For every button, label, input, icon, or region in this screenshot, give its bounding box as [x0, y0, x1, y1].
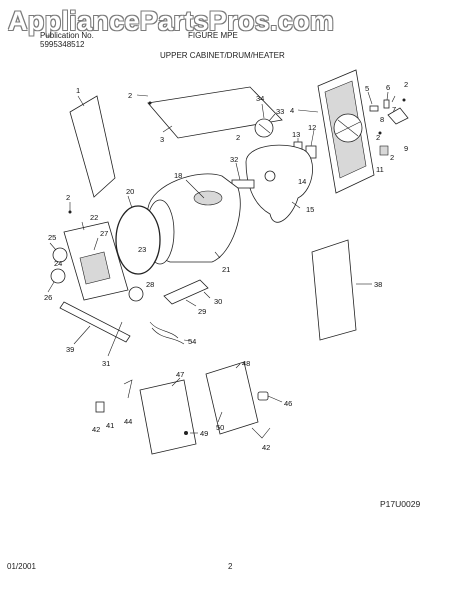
callout-label: 46 [284, 399, 292, 408]
callout-label: 44 [124, 417, 132, 426]
callout-label: 2 [66, 193, 70, 202]
callout-label: 2 [390, 153, 394, 162]
callout-label: 48 [242, 359, 250, 368]
callout-label: 14 [298, 177, 306, 186]
callout-label: 22 [90, 213, 98, 222]
callout-label: 2 [376, 133, 380, 142]
callout-label: 27 [100, 229, 108, 238]
callout-label: 2 [236, 133, 240, 142]
callout-label: 54 [188, 337, 196, 346]
part-access-panel [205, 361, 259, 435]
callout-label: 34 [256, 94, 264, 103]
callout-label: 2 [128, 91, 132, 100]
callout-label: 42 [262, 443, 270, 452]
callout-label: 18 [174, 171, 182, 180]
publication-number: 5995348512 [40, 40, 85, 49]
part-lint-screen [163, 279, 211, 307]
part-drum-rear-head [245, 144, 313, 223]
callout-label: 41 [106, 421, 114, 430]
callout-label: 29 [198, 307, 206, 316]
footer-date: 01/2001 [7, 562, 36, 571]
callout-label: 38 [374, 280, 382, 289]
callout-label: 5 [365, 84, 369, 93]
part-wiring [107, 321, 193, 357]
callout-label: 26 [44, 293, 52, 302]
callout-label: 9 [404, 144, 408, 153]
publication-label: Publication No. [40, 31, 94, 40]
footer-page: 2 [228, 562, 233, 571]
part-front-roller [128, 286, 144, 302]
callout-label: 4 [290, 106, 294, 115]
callout-label: 39 [66, 345, 74, 354]
callout-label: 32 [230, 155, 238, 164]
part-heater-cover [139, 377, 198, 455]
callout-label: 15 [306, 205, 314, 214]
callout-label: 2 [404, 80, 408, 89]
drawing-code: P17U0029 [380, 499, 421, 509]
callout-label: 20 [126, 187, 134, 196]
part-seal-ring [115, 195, 161, 275]
part-front-bulkhead [63, 202, 129, 301]
callout-label: 28 [146, 280, 154, 289]
callout-label: 50 [216, 423, 224, 432]
figure-label: FIGURE MPE [188, 31, 238, 40]
callout-label: 33 [276, 107, 284, 116]
callout-label: 6 [386, 83, 390, 92]
callout-label: 49 [200, 429, 208, 438]
part-right-side-panel [311, 239, 372, 341]
part-rollers [47, 242, 68, 293]
part-side-panel [69, 95, 116, 198]
callout-label: 47 [176, 370, 184, 379]
callout-label: 31 [102, 359, 110, 368]
part-rear-bulkhead [297, 69, 375, 194]
part-rear-components [367, 91, 409, 156]
callout-label: 21 [222, 265, 230, 274]
callout-label: 13 [292, 130, 300, 139]
callout-label: 3 [160, 135, 164, 144]
part-drum [145, 173, 241, 265]
callout-label: 1 [76, 86, 80, 95]
part-front-trim [59, 301, 131, 345]
callout-label: 11 [376, 165, 384, 174]
callout-label: 24 [54, 259, 62, 268]
part-clips [95, 379, 271, 439]
callout-label: 30 [214, 297, 222, 306]
callout-label: 8 [380, 115, 384, 124]
callout-label: 7 [392, 105, 396, 114]
part-small-cover [257, 391, 283, 403]
watermark-text: AppliancePartsPros.com [8, 6, 335, 36]
section-title: UPPER CABINET/DRUM/HEATER [160, 51, 285, 60]
part-motor-pulley [254, 103, 276, 138]
callout-label: 23 [138, 245, 146, 254]
callout-labels: 1 2 3 34 33 2 4 5 6 2 7 8 2 9 2 11 12 13… [44, 80, 408, 452]
callout-label: 25 [48, 233, 56, 242]
callout-label: 12 [308, 123, 316, 132]
part-top-panel [136, 86, 283, 139]
callout-label: 42 [92, 425, 100, 434]
